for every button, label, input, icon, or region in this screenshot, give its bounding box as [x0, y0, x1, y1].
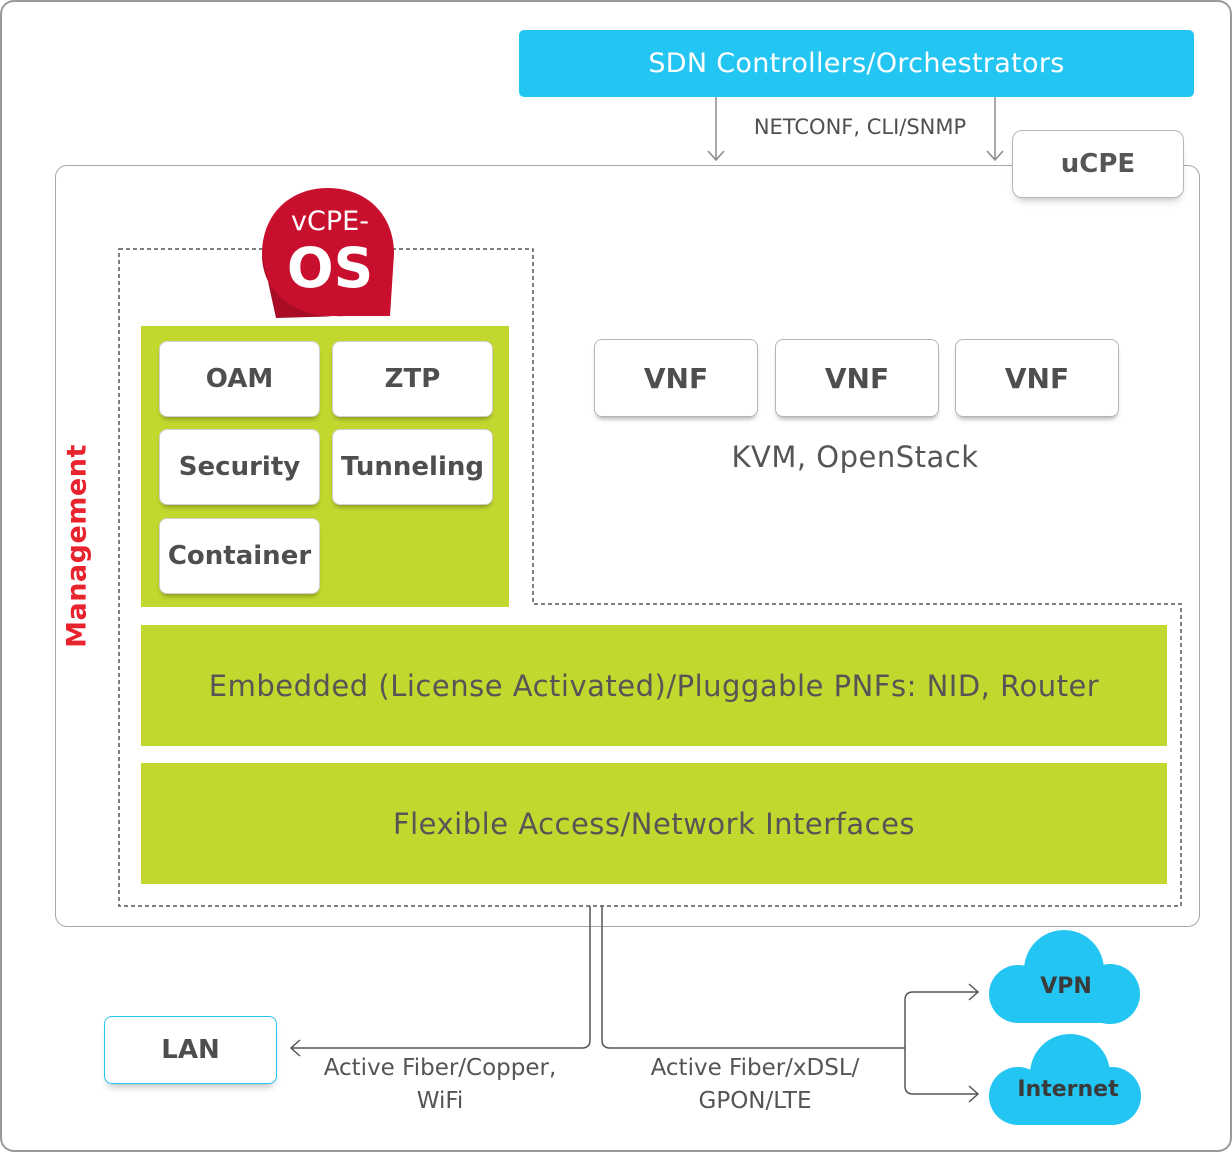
hypervisor-label: KVM, OpenStack	[731, 440, 979, 474]
vnf-box-1: VNF	[594, 339, 758, 417]
lan-link-label-line1: Active Fiber/Copper,	[323, 1055, 557, 1081]
vnf-box-3: VNF	[955, 339, 1119, 417]
module-ztp: ZTP	[332, 341, 493, 417]
protocols-label: NETCONF, CLI/SNMP	[753, 115, 967, 139]
lan-link-label-line2: WiFi	[416, 1088, 464, 1114]
management-label-text: Management	[61, 444, 93, 648]
pnf-band: Embedded (License Activated)/Pluggable P…	[141, 625, 1167, 746]
module-container: Container	[159, 518, 320, 594]
module-oam: OAM	[159, 341, 320, 417]
ucpe-label: uCPE	[1012, 130, 1184, 198]
interfaces-band: Flexible Access/Network Interfaces	[141, 763, 1167, 884]
vnf-box-2: VNF	[775, 339, 939, 417]
lan-box: LAN	[104, 1016, 277, 1084]
lan-link-label: Active Fiber/Copper, WiFi	[300, 1052, 580, 1118]
logo-text-bottom: OS	[286, 236, 374, 300]
wan-link-label-line2: GPON/LTE	[698, 1088, 812, 1114]
vpn-label: VPN	[1040, 974, 1092, 999]
wan-link-label: Active Fiber/xDSL/ GPON/LTE	[612, 1052, 898, 1118]
logo-text-top: vCPE-	[291, 206, 369, 237]
module-tunneling: Tunneling	[332, 429, 493, 505]
internet-label: Internet	[1017, 1077, 1119, 1102]
management-label: Management	[53, 438, 101, 654]
wan-link-label-line1: Active Fiber/xDSL/	[650, 1055, 860, 1081]
sdn-controllers-box: SDN Controllers/Orchestrators	[519, 30, 1194, 97]
module-security: Security	[159, 429, 320, 505]
